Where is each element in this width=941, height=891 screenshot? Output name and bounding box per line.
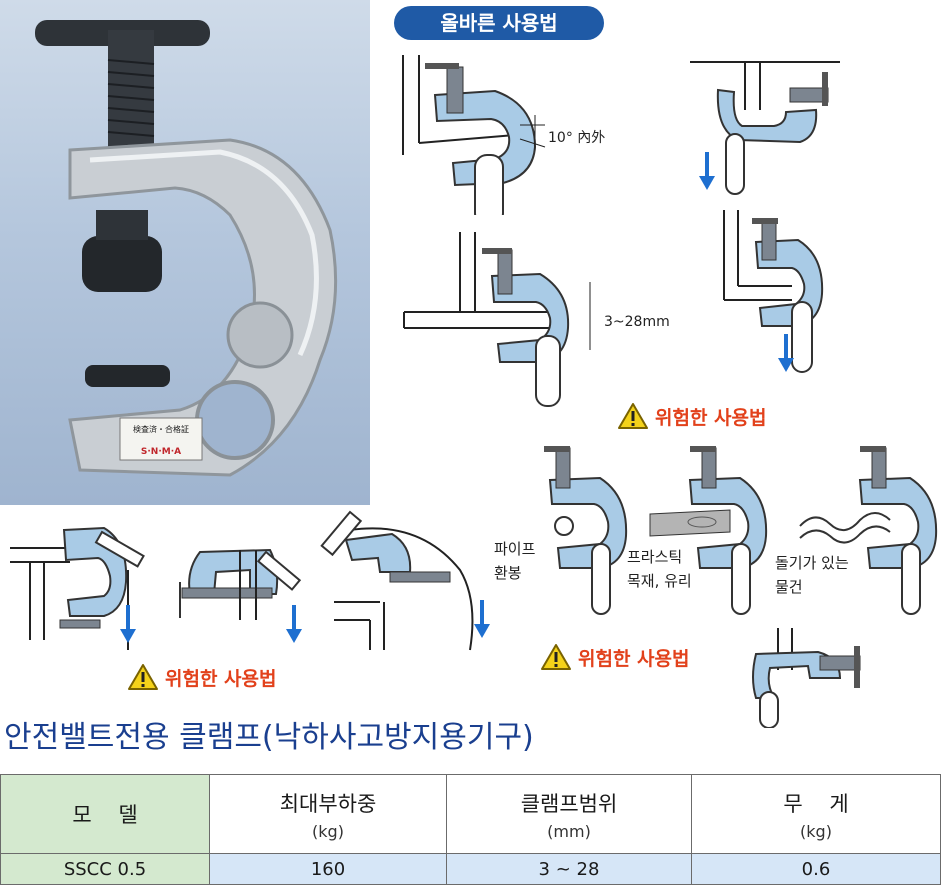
diagram-correct-beam-top <box>690 61 840 195</box>
spec-table: 모 델 최대부하중 (kg) 클램프범위 (mm) 무 게 (kg) SSCC … <box>0 774 941 885</box>
warning-icon <box>128 664 158 690</box>
down-arrow-icon <box>778 334 794 372</box>
photo-plate-line1: 検査済・合格証 <box>133 424 189 434</box>
example-pipe-line1: 파이프 <box>494 540 536 558</box>
down-arrow-icon <box>699 152 715 190</box>
diagram-correct-side <box>723 210 824 373</box>
table-row: SSCC 0.5 160 3 ~ 28 0.6 <box>0 853 941 885</box>
spec-table-header: 모 델 최대부하중 (kg) 클램프범위 (mm) 무 게 (kg) <box>0 774 941 854</box>
header-model-label: 모 델 <box>72 803 138 827</box>
danger-diagrams-left <box>10 510 474 651</box>
product-photo: 検査済・合格証 S·N·M·A <box>0 0 370 505</box>
cell-weight: 0.6 <box>691 853 941 885</box>
header-model: 모 델 <box>0 774 210 854</box>
cell-model: SSCC 0.5 <box>0 853 210 885</box>
photo-plate-line2: S·N·M·A <box>141 447 181 457</box>
down-arrow-icon <box>474 600 490 638</box>
down-arrow-icon <box>286 605 302 643</box>
header-weight: 무 게 (kg) <box>691 774 941 854</box>
example-wood-line2: 목재, 유리 <box>627 572 692 590</box>
header-max-load-unit: (kg) <box>312 821 344 841</box>
danger-label: 위험한 사용법 <box>655 407 767 429</box>
header-range-label: 클램프범위 <box>520 791 618 816</box>
example-wood-line1: 프라스틱 <box>627 548 683 566</box>
danger-label-2: 위험한 사용법 <box>165 668 277 690</box>
angle-label: 10° 內外 <box>548 130 606 146</box>
header-weight-unit: (kg) <box>800 821 832 841</box>
clamp-photo-illustration: 検査済・合格証 S·N·M·A <box>35 20 338 477</box>
header-range-unit: (mm) <box>547 821 591 841</box>
header-range: 클램프범위 (mm) <box>446 774 692 854</box>
warning-icon <box>618 403 648 429</box>
example-bumpy-line2: 물건 <box>775 578 803 596</box>
header-max-load-label: 최대부하중 <box>279 791 377 816</box>
danger-examples-diagram <box>544 446 938 615</box>
example-bumpy-line1: 돌기가 있는 <box>775 554 849 572</box>
diagram-correct-thickness <box>403 232 591 407</box>
down-arrow-icon <box>120 605 136 643</box>
header-max-load: 최대부하중 (kg) <box>209 774 447 854</box>
danger-diagram-bottom <box>752 628 861 728</box>
danger-warning-2: 위험한 사용법 <box>127 663 277 691</box>
danger-warning: 위험한 사용법 <box>617 402 767 430</box>
header-weight-label: 무 게 <box>783 791 849 816</box>
danger-warning-3: 위험한 사용법 <box>540 643 690 671</box>
correct-usage-label: 올바른 사용법 <box>394 6 604 40</box>
example-pipe-line2: 환봉 <box>494 564 522 582</box>
product-title: 안전밸트전용 클램프(낙하사고방지용기구) <box>4 720 534 755</box>
cell-max-load: 160 <box>209 853 447 885</box>
warning-icon <box>541 644 571 670</box>
cell-range: 3 ~ 28 <box>446 853 692 885</box>
diagram-correct-angle <box>402 55 546 215</box>
danger-label-3: 위험한 사용법 <box>578 648 690 670</box>
thickness-label: 3~28mm <box>604 314 670 330</box>
